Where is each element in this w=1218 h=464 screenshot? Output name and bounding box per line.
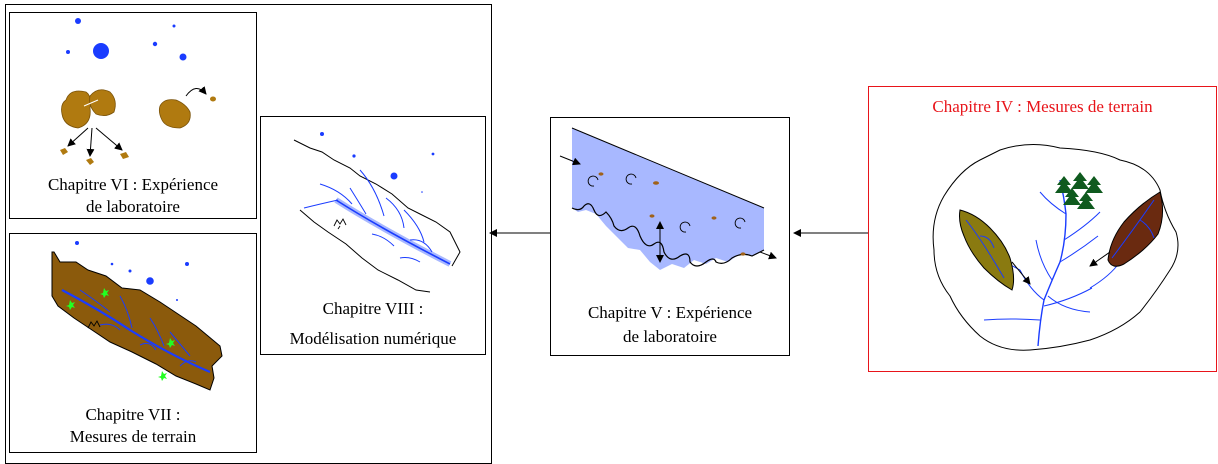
chapter-vi-illustration [60,18,216,165]
chapter-v-illustration [559,127,777,270]
chapter-vi-subtitle: de laboratoire [86,197,180,216]
chapter-v-title: Chapitre V : Expérience [587,303,753,322]
chapter-vii-title: Chapitre VII : [85,405,181,424]
chapter-iv-illustration [932,144,1179,351]
chapter-vii-subtitle: Mesures de terrain [69,427,197,446]
chapter-v-subtitle: de laboratoire [623,327,717,346]
chapter-vi-title: Chapitre VI : Expérience [47,175,219,194]
chapter-viii-title: Chapitre VIII : [322,299,424,318]
chapter-vii-illustration [51,241,223,391]
chapter-viii-subtitle: Modélisation numérique [289,329,457,348]
chapter-viii-illustration [293,132,461,293]
chapter-iv-title: Chapitre IV : Mesures de terrain [932,97,1153,116]
chapter-viii-panel [260,116,486,355]
chapter-vi-panel [9,12,257,219]
